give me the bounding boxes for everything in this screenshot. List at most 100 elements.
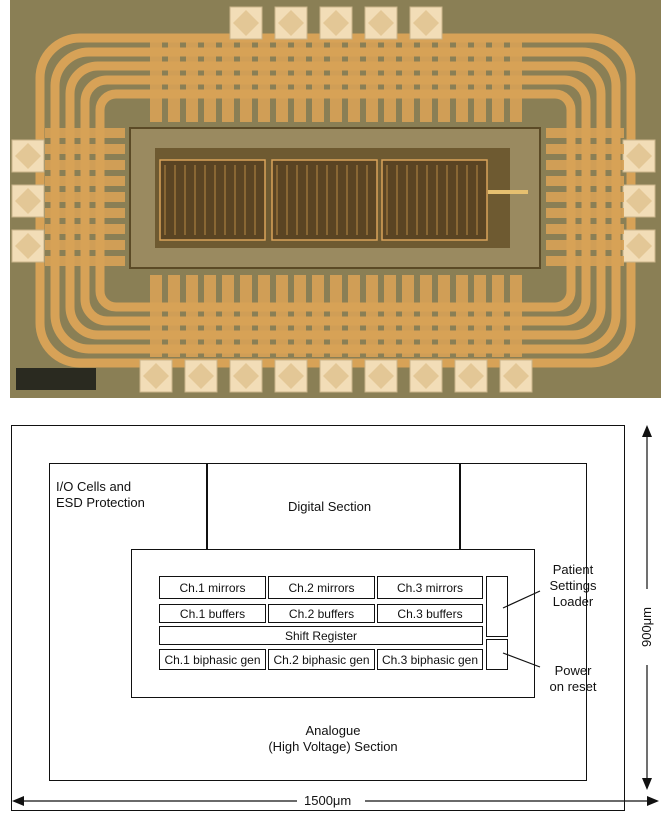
bond-pad-diamond — [503, 363, 529, 389]
metal-bus — [546, 192, 624, 202]
patient-settings-line1: Patient — [552, 562, 594, 577]
io-cells-label-line2: ESD Protection — [56, 495, 145, 510]
metal-bus — [222, 42, 234, 122]
diagram-overlay-lines — [12, 425, 659, 806]
metal-bus — [45, 144, 125, 154]
metal-bus — [186, 42, 198, 122]
bond-pad-diamond — [626, 233, 652, 259]
ch3-biphasic-block: Ch.3 biphasic gen — [377, 649, 483, 670]
metal-bus — [312, 42, 324, 122]
height-arrow-bottom — [642, 778, 652, 790]
bond-pad-diamond — [626, 143, 652, 169]
metal-bus — [204, 275, 216, 357]
ch3-mirrors-block: Ch.3 mirrors — [377, 576, 483, 599]
io-cells-label-line1: I/O Cells and — [56, 479, 132, 494]
metal-bus — [258, 275, 270, 357]
height-arrow-top — [642, 425, 652, 437]
metal-bus — [456, 275, 468, 357]
bond-pad-diamond — [368, 363, 394, 389]
metal-bus — [546, 128, 624, 138]
patient-settings-leader — [502, 590, 541, 609]
metal-bus — [312, 275, 324, 357]
metal-bus — [510, 275, 522, 357]
metal-bus — [474, 275, 486, 357]
power-on-reset-label: Power on reset — [541, 663, 605, 695]
metal-bus — [45, 224, 125, 234]
metal-bus — [222, 275, 234, 357]
metal-bus — [45, 208, 125, 218]
metal-bus — [45, 256, 125, 266]
bond-pad-diamond — [413, 10, 439, 36]
metal-bus — [492, 42, 504, 122]
power-on-reset-line1: Power — [554, 663, 592, 678]
bond-pad-diamond — [368, 10, 394, 36]
bond-pad-diamond — [626, 188, 652, 214]
bond-pad-diamond — [323, 363, 349, 389]
ch2-biphasic-block: Ch.2 biphasic gen — [268, 649, 375, 670]
metal-bus — [384, 42, 396, 122]
analogue-label-line1: Analogue — [305, 723, 361, 738]
ch1-buffers-block: Ch.1 buffers — [159, 604, 266, 623]
shift-register-block: Shift Register — [159, 626, 483, 645]
metal-bus — [402, 275, 414, 357]
metal-bus — [276, 275, 288, 357]
metal-bus — [276, 42, 288, 122]
digital-section-label: Digital Section — [288, 499, 372, 514]
metal-bus — [492, 275, 504, 357]
metal-bus — [546, 240, 624, 250]
core-trace — [488, 190, 528, 194]
width-dimension-label: 1500μm — [304, 793, 352, 808]
metal-bus — [510, 42, 522, 122]
ch2-buffers-block: Ch.2 buffers — [268, 604, 375, 623]
metal-bus — [420, 275, 432, 357]
metal-bus — [45, 128, 125, 138]
bond-pad-diamond — [233, 363, 259, 389]
analogue-core-frame — [131, 549, 535, 698]
ch1-mirrors-block: Ch.1 mirrors — [159, 576, 266, 599]
metal-bus — [45, 192, 125, 202]
metal-bus — [384, 275, 396, 357]
metal-bus — [402, 42, 414, 122]
digital-section-left-wall — [206, 463, 208, 550]
metal-bus — [546, 160, 624, 170]
metal-bus — [330, 42, 342, 122]
metal-bus — [546, 176, 624, 186]
io-ring-frame — [49, 463, 587, 781]
bond-pad-diamond — [323, 10, 349, 36]
metal-bus — [438, 275, 450, 357]
scale-marking — [16, 368, 96, 390]
metal-bus — [546, 224, 624, 234]
metal-bus — [150, 42, 162, 122]
floorplan-diagram: I/O Cells and ESD Protection Digital Sec… — [0, 405, 671, 831]
metal-bus — [294, 275, 306, 357]
metal-bus — [45, 240, 125, 250]
metal-bus — [546, 144, 624, 154]
metal-bus — [546, 256, 624, 266]
power-on-reset-leader — [502, 652, 541, 668]
metal-bus — [168, 275, 180, 357]
metal-bus — [294, 42, 306, 122]
die-outline — [11, 425, 625, 811]
metal-bus — [348, 42, 360, 122]
analogue-label-line2: (High Voltage) Section — [268, 739, 398, 754]
channel-block — [381, 159, 488, 241]
height-dimension-label: 900μm — [639, 607, 654, 648]
metal-bus — [366, 275, 378, 357]
metal-bus — [438, 42, 450, 122]
ch1-biphasic-block: Ch.1 biphasic gen — [159, 649, 266, 670]
analogue-section-label: Analogue (High Voltage) Section — [233, 723, 433, 755]
chip-micrograph-svg — [10, 0, 661, 398]
bond-pad-diamond — [278, 10, 304, 36]
patient-settings-label: Patient Settings Loader — [537, 562, 609, 610]
width-arrow-left — [12, 796, 24, 806]
metal-bus — [204, 42, 216, 122]
power-on-reset-line2: on reset — [549, 679, 597, 694]
bond-pad-diamond — [188, 363, 214, 389]
bond-pad-diamond — [413, 363, 439, 389]
bond-pad-diamond — [278, 363, 304, 389]
channel-block — [271, 159, 378, 241]
patient-settings-line3: Loader — [552, 594, 594, 609]
bond-pad-diamond — [15, 188, 41, 214]
ch3-buffers-block: Ch.3 buffers — [377, 604, 483, 623]
bond-pad-diamond — [15, 143, 41, 169]
